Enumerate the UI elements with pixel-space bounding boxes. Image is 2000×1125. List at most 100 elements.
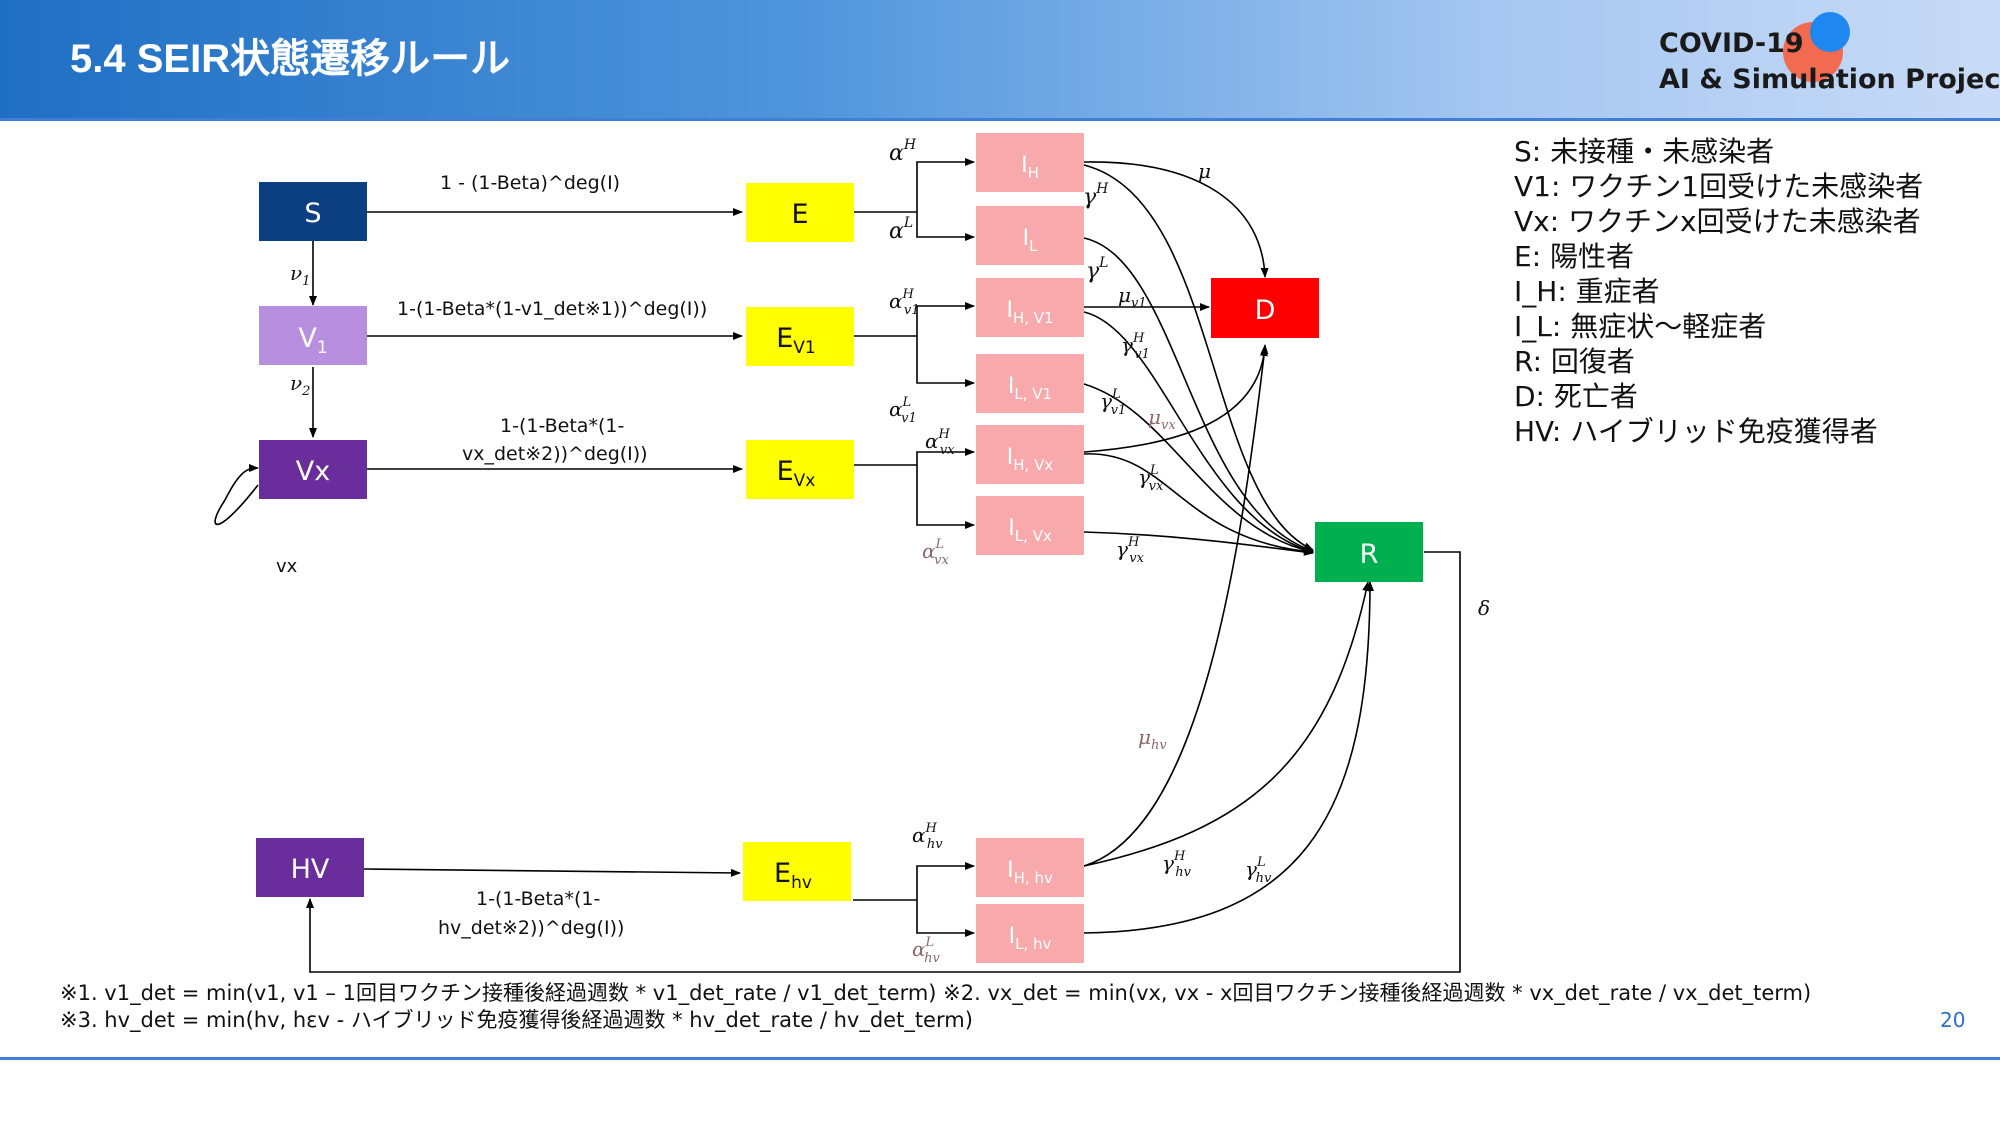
edge-ehv-ihhv <box>916 862 975 900</box>
label-vx-evx-1: 1-(1-Beta*(1- <box>500 415 624 437</box>
edge-ev1-ihv1 <box>916 302 975 336</box>
edge-evx-ihvx <box>916 448 975 465</box>
edge-e-ih <box>916 158 975 212</box>
node-e: E <box>746 183 854 242</box>
node-vx: Vx <box>259 440 367 499</box>
label-mu-hv: μhv <box>1138 725 1167 753</box>
edge-r-hv <box>306 551 1461 973</box>
node-ilhv: IL, hv <box>976 904 1084 963</box>
node-d: D <box>1211 278 1319 338</box>
nodes: S V1 Vx HV E EV1 EVx Ehv <box>256 133 1423 963</box>
node-ilvx: IL, Vx <box>976 496 1084 555</box>
page-number: 20 <box>1940 1008 1966 1032</box>
edge-il-r <box>1083 237 1314 552</box>
node-ilvx-label: IL, Vx <box>1008 516 1052 545</box>
edge-ilvx-r <box>1083 531 1314 556</box>
node-v1-label: V1 <box>298 323 327 358</box>
edge-evx-ilvx <box>916 465 975 529</box>
legend-item-s: S: 未接種・未感染者 <box>1514 135 1775 168</box>
label-delta: δ <box>1478 596 1490 620</box>
state-legend: S: 未接種・未感染者 V1: ワクチン1回受けた未感染者 Vx: ワクチンx回… <box>1514 134 1923 449</box>
node-ihvx-label: IH, Vx <box>1007 445 1054 474</box>
node-e-label: E <box>791 199 808 230</box>
label-alpha-l: αL <box>889 215 913 244</box>
label-s-e: 1 - (1-Beta)^deg(I) <box>440 172 620 194</box>
logo-line-1: COVID-19 <box>1659 28 1804 59</box>
label-mu-vx: μvx <box>1148 405 1176 433</box>
logo-line-2: AI & Simulation Project <box>1659 64 2000 95</box>
label-nu2: ν2 <box>290 371 310 399</box>
node-s: S <box>259 182 367 241</box>
header-bar <box>0 0 2000 118</box>
logo-blue-circle <box>1810 12 1850 52</box>
edge-ihhv-r <box>1083 581 1371 867</box>
edge-ihhv-d <box>1083 346 1268 867</box>
edge-ihvx-d <box>1083 344 1269 453</box>
node-hv-label: HV <box>291 854 330 885</box>
label-mu-v1: μv1 <box>1118 283 1147 311</box>
node-r: R <box>1315 522 1423 582</box>
node-ev1: EV1 <box>746 307 854 366</box>
label-gamma-h: γH <box>1083 181 1109 210</box>
legend-item-hv: HV: ハイブリッド免疫獲得者 <box>1514 415 1878 448</box>
node-evx: EVx <box>746 440 854 499</box>
edge-ihvx-r <box>1083 453 1314 556</box>
footnote-1-2: ※1. v1_det = min(v1, v1 – 1回目ワクチン接種後経過週数… <box>60 981 1812 1005</box>
node-d-label: D <box>1255 295 1276 326</box>
node-r-label: R <box>1360 539 1379 570</box>
label-self-loop: vx <box>276 556 298 577</box>
label-gamma-l: γL <box>1086 255 1108 284</box>
node-ihv1-label: IH, V1 <box>1006 298 1053 327</box>
node-hv: HV <box>256 838 364 897</box>
legend-item-r: R: 回復者 <box>1514 345 1635 378</box>
node-vx-label: Vx <box>296 456 330 487</box>
legend-item-vx: Vx: ワクチンx回受けた未感染者 <box>1514 205 1921 238</box>
edge-vx-self-loop <box>214 464 259 526</box>
node-ehv: Ehv <box>743 842 851 901</box>
footnotes: ※1. v1_det = min(v1, v1 – 1回目ワクチン接種後経過週数… <box>60 980 1811 1034</box>
edge-ih-r <box>1083 164 1314 551</box>
node-ihvx: IH, Vx <box>976 425 1084 484</box>
node-il: IL <box>976 206 1084 265</box>
node-ihhv: IH, hv <box>976 838 1084 897</box>
node-ehv-label: Ehv <box>774 858 812 893</box>
label-nu1: ν1 <box>290 261 310 289</box>
node-ihhv-label: IH, hv <box>1007 858 1053 887</box>
edge-hv-ehv <box>363 868 741 877</box>
node-s-label: S <box>304 198 321 229</box>
legend-item-e: E: 陽性者 <box>1514 240 1635 273</box>
edge-ehv-ilhv <box>916 900 975 937</box>
node-v1: V1 <box>259 306 367 365</box>
edge-e-il <box>916 212 975 241</box>
edge-ih-d <box>1083 161 1269 278</box>
edge-ilv1-r <box>1083 383 1314 555</box>
node-ilv1-label: IL, V1 <box>1008 374 1052 403</box>
label-hv-ehv-1: 1-(1-Beta*(1- <box>476 888 600 910</box>
legend-item-il: I_L: 無症状〜軽症者 <box>1514 310 1767 343</box>
edges <box>214 158 1461 973</box>
node-ihv1: IH, V1 <box>976 278 1084 337</box>
label-alpha-h: αH <box>889 137 917 166</box>
edge-ev1-ilv1 <box>916 336 975 387</box>
legend-item-d: D: 死亡者 <box>1514 380 1638 413</box>
edge-ihv1-r <box>1083 311 1314 554</box>
node-ev1-label: EV1 <box>776 323 816 358</box>
node-il-label: IL <box>1023 226 1039 255</box>
node-ih: IH <box>976 133 1084 192</box>
edge-labels: 1 - (1-Beta)^deg(I) 1-(1-Beta*(1-v1_det※… <box>276 172 707 939</box>
label-hv-ehv-2: hv_det※2))^deg(I)) <box>438 917 624 939</box>
slide-title: 5.4 SEIR状態遷移ルール <box>70 37 511 81</box>
footnote-3: ※3. hv_det = min(hv, hεv - ハイブリッド免疫獲得後経過… <box>60 1008 973 1032</box>
